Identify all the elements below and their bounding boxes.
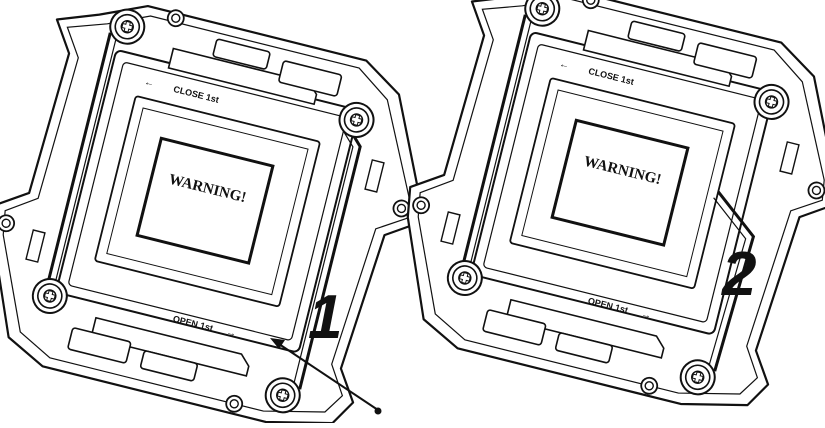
socket-1: WARNING! CLOSE 1st ← OPEN 1st → [0,4,421,425]
socket-1-open-arrow: → [225,327,237,340]
socket-2-open-arrow: → [640,309,652,322]
socket-2-lever-b [713,190,756,372]
pointer-arrow-head [270,338,285,349]
socket-2-warning-cap [550,118,690,247]
pointer-arrow-line [275,341,379,411]
socket-1-warning-cap [135,136,275,265]
socket-2-close-arrow: ← [558,59,570,72]
socket-1-close-arrow: ← [143,77,155,90]
pointer-arrow-dot [374,407,382,415]
step-number-1: 1 [308,283,342,352]
step-number-2: 2 [721,240,756,309]
socket-2: WARNING! CLOSE 1st ← OPEN 1st → [406,0,825,407]
